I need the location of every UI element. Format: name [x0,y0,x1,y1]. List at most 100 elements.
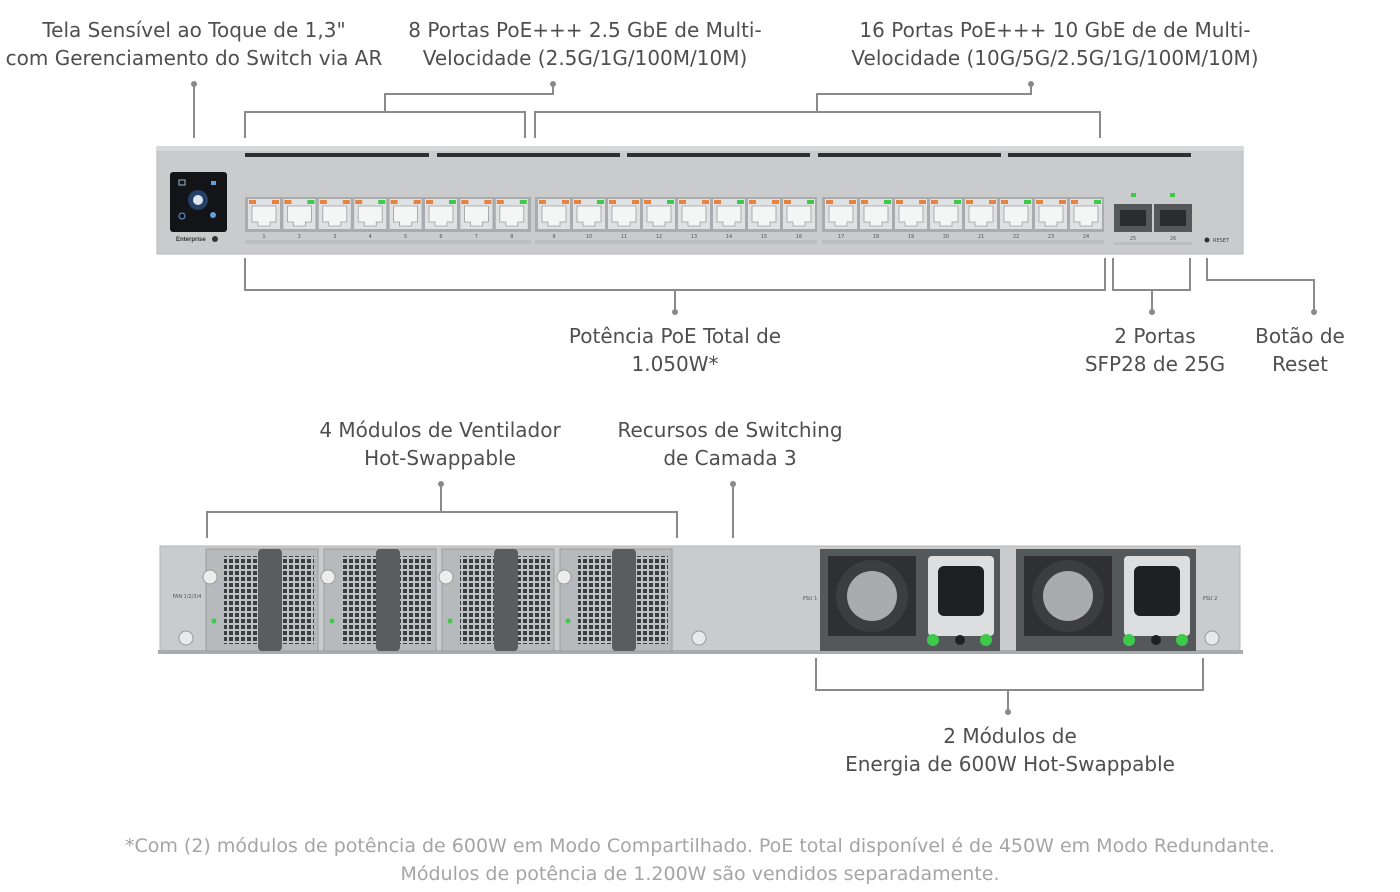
port-number-12: 12 [656,234,662,240]
label-fans-line2: Hot-Swappable [364,446,516,470]
port-number-4: 4 [369,234,372,240]
rj45-port-11[interactable] [608,199,640,229]
psu2-power-inlet-icon [1134,566,1180,616]
rear-panel: FAN 1/2/3/4 PSU 1 [158,545,1243,654]
fan-status-led [447,618,453,624]
footnote-line1: *Com (2) módulos de potência de 600W em … [124,835,1276,857]
label-fans: 4 Módulos de Ventilador Hot-Swappable [290,416,590,472]
rear-screw-mid [691,630,707,646]
rj45-port-12[interactable] [643,199,675,229]
sfp28-ports: 25 26 [1114,193,1192,245]
callout-bracket-sfp [1112,258,1191,291]
psu-module-1[interactable]: PSU 1 [803,549,1000,651]
port-number-17: 17 [838,234,844,240]
rj45-port-9[interactable] [538,199,570,229]
rj45-port-3[interactable] [318,199,351,229]
callout-bracket-fans [206,511,678,538]
rj45-port-10[interactable] [573,199,605,229]
rj45-port-15[interactable] [748,199,780,229]
rj45-port-22[interactable] [1000,199,1032,229]
label-ports-25g-line1: 8 Portas PoE+++ 2.5 GbE de Multi- [408,18,762,42]
psu1-fan-icon [847,571,897,621]
footnote-line2: Módulos de potência de 1.200W são vendid… [400,863,1000,885]
label-fans-line1: 4 Módulos de Ventilador [319,418,561,442]
label-ports-10g-line2: Velocidade (10G/5G/2.5G/1G/100M/10M) [851,46,1259,70]
fan-label: FAN 1/2/3/4 [173,594,202,600]
label-layer3: Recursos de Switching de Camada 3 [600,416,860,472]
port-number-16: 16 [796,234,802,240]
fan-status-led [565,618,571,624]
rj45-port-17[interactable] [825,199,857,229]
rj45-port-18[interactable] [860,199,892,229]
port-number-22: 22 [1013,234,1019,240]
label-poe-total-line2: 1.050W* [631,352,719,376]
label-reset: Botão de Reset [1240,322,1360,378]
port-number-23: 23 [1048,234,1054,240]
rear-screw-left [178,630,194,646]
port-number-9: 9 [552,234,555,240]
rj45-port-7[interactable] [460,199,493,229]
fan-module-3[interactable] [438,548,555,652]
fan-module-2[interactable] [320,548,437,652]
rj45-port-2[interactable] [283,199,316,229]
rj45-port-16[interactable] [783,199,815,229]
rj45-port-8[interactable] [495,199,528,229]
label-poe-total: Potência PoE Total de 1.050W* [540,322,810,378]
rj45-port-1[interactable] [248,199,280,229]
port-number-13: 13 [691,234,697,240]
label-ports-25g: 8 Portas PoE+++ 2.5 GbE de Multi- Veloci… [400,16,770,72]
rj45-port-6[interactable] [425,199,457,229]
callout-bracket-25g [244,111,526,138]
fan-module-4[interactable] [556,548,673,652]
touch-screen[interactable] [170,172,227,232]
rj45-port-20[interactable] [930,199,962,229]
fan-module-1[interactable] [202,548,319,652]
port-number-21: 21 [978,234,984,240]
fan-screw-icon [556,569,572,585]
fan-screw-icon [202,569,218,585]
port-number-2: 2 [298,234,301,240]
callout-leader-10g [816,84,1032,112]
port-number-8: 8 [510,234,513,240]
port-number-19: 19 [908,234,914,240]
callout-lines [193,84,1315,712]
psu2-label: PSU 2 [1203,596,1218,602]
callout-dots [191,81,1317,715]
rj45-port-23[interactable] [1035,199,1067,229]
psu-module-2[interactable]: PSU 2 [1016,549,1217,651]
rj45-port-5[interactable] [389,199,422,229]
port-number-20: 20 [943,234,949,240]
label-touch-screen: Tela Sensível ao Toque de 1,3" com Geren… [0,16,388,72]
label-sfp28-line2: SFP28 de 25G [1084,352,1226,376]
label-ports-10g: 16 Portas PoE+++ 10 GbE de de Multi- Vel… [820,16,1290,72]
brand-logo-icon [212,236,218,242]
port-number-1: 1 [262,234,265,240]
fan-status-led [211,618,217,624]
sfp-number-26: 26 [1170,236,1176,242]
label-reset-line1: Botão de [1255,324,1345,348]
label-psu: 2 Módulos de Energia de 600W Hot-Swappab… [820,722,1200,778]
port-number-3: 3 [333,234,336,240]
port-number-11: 11 [621,234,627,240]
fan-screw-icon [320,569,336,585]
port-number-18: 18 [873,234,879,240]
rj45-port-4[interactable] [354,199,387,229]
rj45-port-19[interactable] [895,199,927,229]
rj45-port-13[interactable] [678,199,710,229]
callout-bracket-10g [534,111,1101,138]
label-poe-total-line1: Potência PoE Total de [568,324,782,348]
label-layer3-line1: Recursos de Switching [617,418,843,442]
rj45-port-21[interactable] [965,199,997,229]
port-number-15: 15 [761,234,767,240]
port-number-10: 10 [586,234,592,240]
callout-leader-25g [384,84,554,112]
rj45-port-14[interactable] [713,199,745,229]
port-number-5: 5 [404,234,407,240]
label-sfp28: 2 Portas SFP28 de 25G [1070,322,1240,378]
reset-label: RESET [1213,238,1230,244]
callout-leader-reset [1206,258,1315,312]
rj45-port-24[interactable] [1070,199,1102,229]
fan-screw-icon [438,569,454,585]
reset-button[interactable] [1204,237,1210,243]
